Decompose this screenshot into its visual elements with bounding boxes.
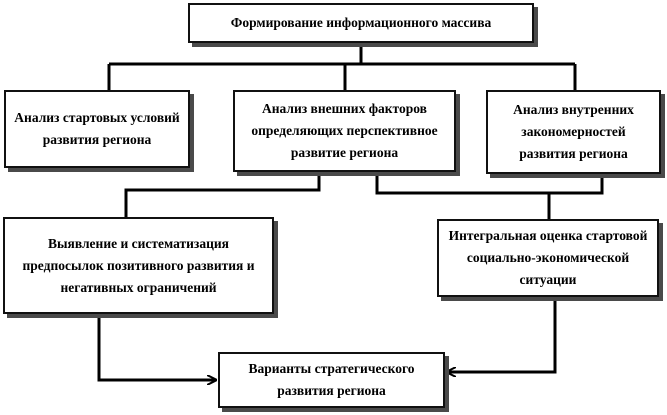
node-label: Формирование информационного массива — [230, 15, 492, 30]
arrow-bottom-right-to-bottom — [447, 299, 557, 372]
connector-middle-to-bottom-left — [124, 174, 321, 217]
node-starting-conditions: Анализ стартовых условий развития регион… — [4, 90, 190, 168]
node-strategic-variants: Варианты стратегического развития регион… — [218, 352, 445, 408]
node-external-factors: Анализ внешних факторов определяющих пер… — [233, 90, 456, 172]
connector-middle-right-to-bottom-right — [375, 174, 604, 195]
node-label: Анализ внутренних закономерностей развит… — [513, 102, 634, 161]
node-label: Варианты стратегического развития регион… — [248, 361, 415, 398]
node-prerequisites-systematization: Выявление и систематизация предпосылок п… — [3, 217, 274, 314]
node-integral-assessment: Интегральная оценка стартовой социально-… — [437, 219, 659, 297]
node-label: Выявление и систематизация предпосылок п… — [22, 235, 255, 295]
node-label: Интегральная оценка стартовой социально-… — [448, 228, 648, 287]
arrow-bottom-left-to-bottom — [97, 316, 216, 380]
node-information-array: Формирование информационного массива — [188, 3, 534, 43]
node-label: Анализ стартовых условий развития регион… — [14, 110, 180, 147]
node-label: Анализ внешних факторов определяющих пер… — [251, 101, 438, 160]
node-internal-patterns: Анализ внутренних закономерностей развит… — [486, 90, 661, 174]
